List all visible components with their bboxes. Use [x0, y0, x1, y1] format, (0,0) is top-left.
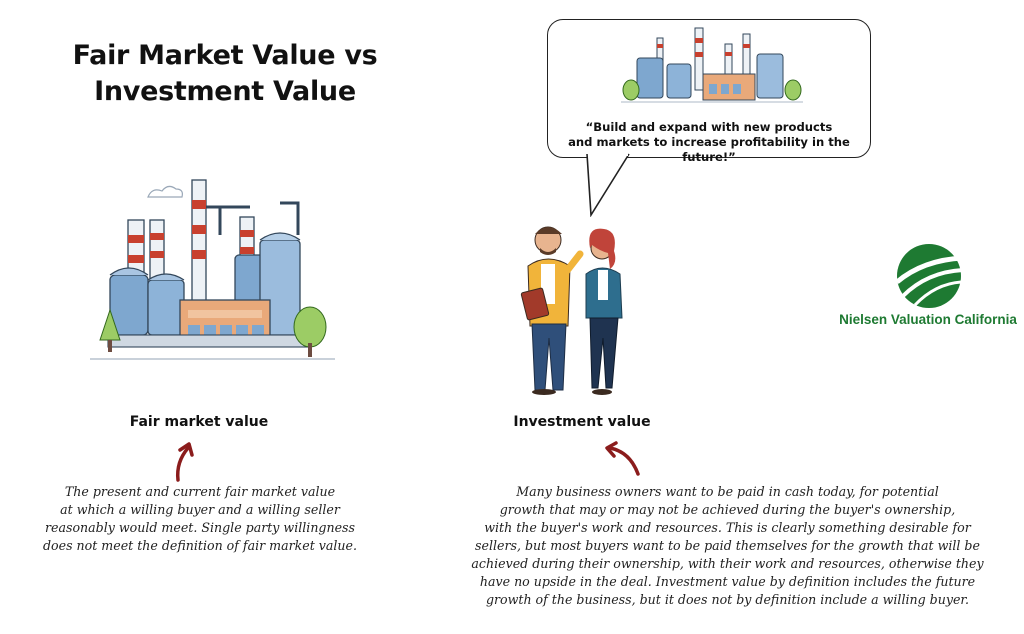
- right-desc-line: growth of the business, but it does not …: [485, 592, 970, 607]
- left-desc-line: at which a willing buyer and a willing s…: [60, 502, 340, 517]
- quote-line-1: “Build and expand with new products: [585, 120, 833, 134]
- business-people-icon: [520, 226, 623, 395]
- investment-value-description: Many business owners want to be paid in …: [445, 483, 1010, 609]
- right-desc-line: have no upside in the deal. Investment v…: [479, 574, 976, 589]
- factory-illustration-icon: [90, 179, 335, 360]
- fair-market-value-description: The present and current fair market valu…: [40, 483, 360, 555]
- speech-bubble-quote: “Build and expand with new products and …: [547, 120, 871, 165]
- speech-bubble-tail: [586, 153, 630, 217]
- page-title: Fair Market Value vs Investment Value: [40, 38, 410, 110]
- right-desc-line: Many business owners want to be paid in …: [516, 484, 939, 499]
- fair-market-value-label: Fair market value: [129, 414, 269, 430]
- brand-name: Nielsen Valuation California: [839, 312, 1017, 327]
- title-line-1: Fair Market Value vs: [72, 40, 378, 71]
- quote-line-2: and markets to increase profitability in…: [568, 135, 850, 164]
- investment-value-label: Investment value: [513, 414, 651, 430]
- right-desc-line: achieved during their ownership, with th…: [471, 556, 984, 571]
- left-desc-line: does not meet the definition of fair mar…: [42, 538, 357, 553]
- curved-arrow-icon: [605, 441, 640, 476]
- factory-illustration-icon: [621, 27, 803, 103]
- right-desc-line: sellers, but most buyers want to be paid…: [475, 538, 980, 553]
- curved-arrow-icon: [175, 442, 194, 482]
- nielsen-logo-icon: [895, 244, 964, 308]
- right-desc-line: with the buyer's work and resources. Thi…: [484, 520, 971, 535]
- left-desc-line: reasonably would meet. Single party will…: [45, 520, 355, 535]
- left-desc-line: The present and current fair market valu…: [64, 484, 336, 499]
- title-line-2: Investment Value: [94, 76, 356, 107]
- right-desc-line: growth that may or may not be achieved d…: [499, 502, 956, 517]
